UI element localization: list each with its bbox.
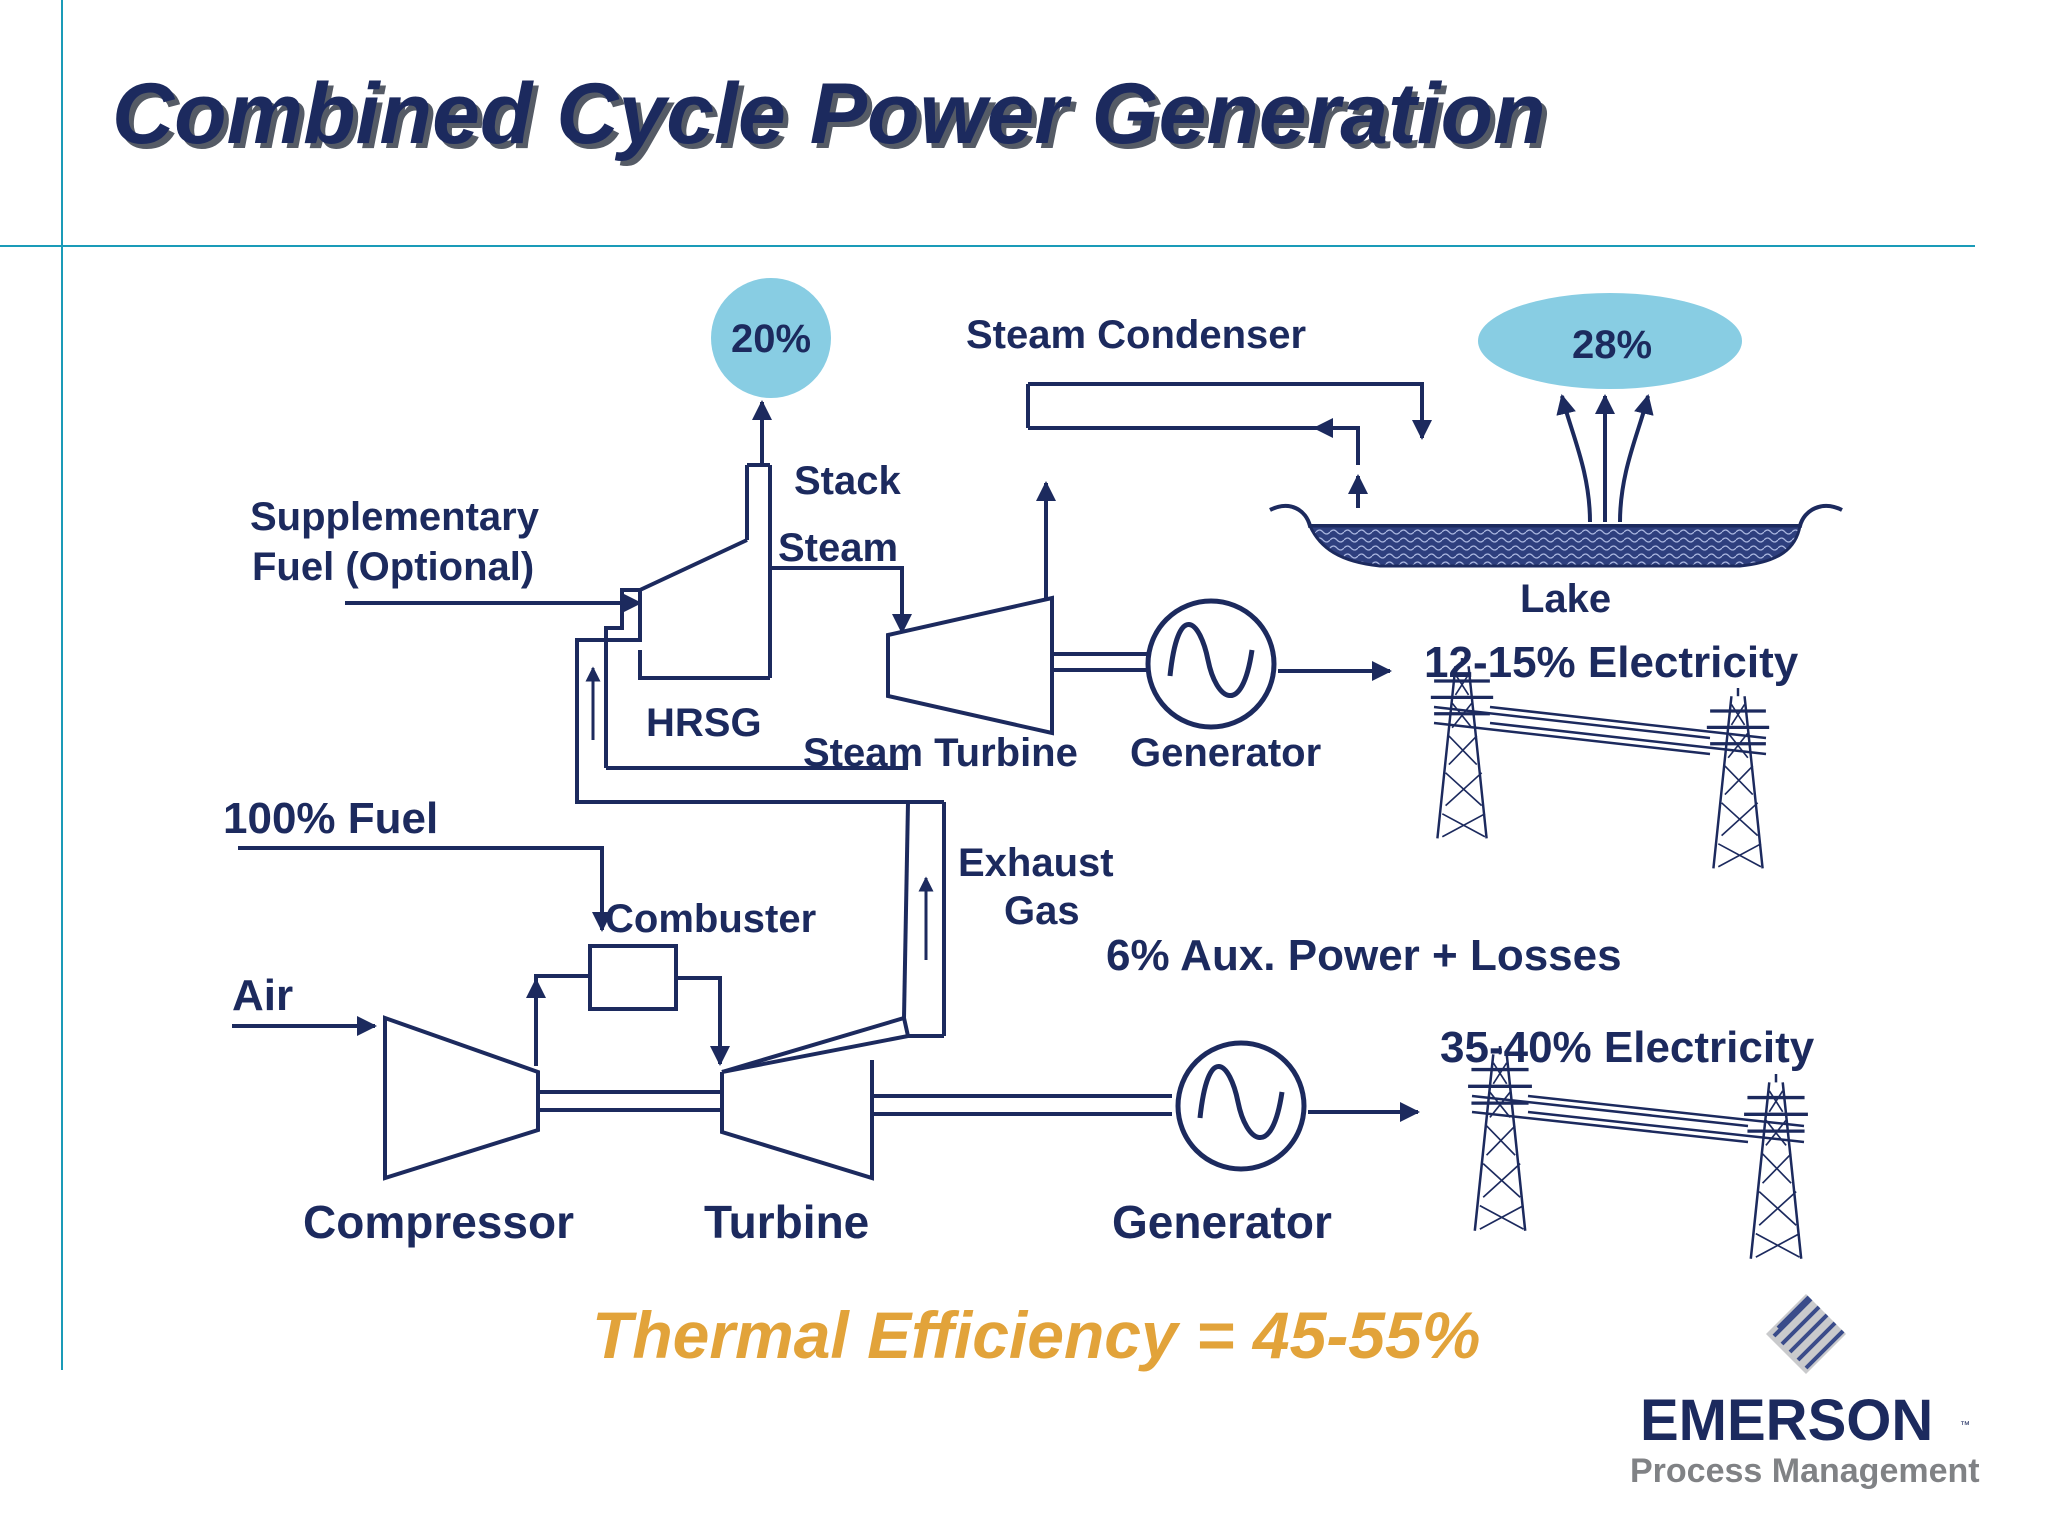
steam-turbine-shaft (1052, 652, 1148, 672)
steam-arrow (770, 566, 912, 634)
stack-loss-percent: 20% (731, 317, 811, 361)
title-shadow: Combined Cycle Power Generation (117, 71, 1551, 167)
stack-label: Stack (794, 459, 901, 503)
generator-bottom-label: Generator (1112, 1196, 1332, 1248)
generator-bottom (1175, 1040, 1307, 1172)
combuster-to-turbine-arrow (676, 976, 730, 1066)
combuster-label: Combuster (605, 897, 816, 941)
electricity-top-label: 12-15% Electricity (1424, 638, 1799, 687)
turbine-label: Turbine (704, 1196, 869, 1248)
trademark: ™ (1960, 1420, 1970, 1431)
hrsg-label: HRSG (646, 701, 762, 745)
electricity-bottom-label: 35-40% Electricity (1440, 1023, 1815, 1072)
gas-turbine-outline (720, 1034, 944, 1181)
supplementary-fuel-optional: Fuel (Optional) (252, 545, 534, 589)
page-title: Combined Cycle Power Generation (112, 66, 1546, 162)
lake-rim (1269, 504, 1843, 528)
fuel-label: 100% Fuel (223, 794, 438, 843)
stack-section: 20% Stack (711, 278, 901, 678)
compressor-turbine-shaft (538, 1090, 722, 1112)
combuster (588, 944, 678, 1011)
condenser-loss-percent: 28% (1572, 323, 1652, 367)
compressor-label: Compressor (303, 1196, 574, 1248)
emerson-division: Process Management (1630, 1452, 1980, 1490)
exhaust-duct-left (902, 801, 910, 1019)
generator-top (1145, 598, 1277, 730)
lake (1307, 524, 1802, 568)
exhaust-gas-label: Exhaust (958, 841, 1114, 885)
compressor (383, 1015, 540, 1181)
power-line-top (1429, 656, 1771, 871)
generator-top-label: Generator (1130, 731, 1321, 775)
exhaust-gas-label-2: Gas (1004, 889, 1080, 933)
steam-turbine-label: Steam Turbine (803, 731, 1078, 775)
hrsg (575, 538, 944, 804)
emerson-diamond-icon (1766, 1294, 1846, 1374)
aux-losses-label: 6% Aux. Power + Losses (1106, 931, 1622, 980)
supplementary-fuel-label: Supplementary (250, 495, 540, 539)
air-label: Air (232, 971, 293, 1020)
condenser-coolant-out (1028, 382, 1432, 440)
lake-label: Lake (1520, 577, 1611, 621)
slide-frame (0, 0, 1975, 1370)
stack (745, 463, 772, 678)
condenser-loss-bubble (1478, 293, 1742, 389)
power-line-bottom (1466, 1044, 1810, 1261)
title-group: Combined Cycle Power Generation Combined… (112, 66, 1551, 167)
gas-turbine-shaft (872, 1094, 1172, 1116)
steam-condenser-label: Steam Condenser (966, 313, 1306, 357)
fuel-arrow (238, 846, 612, 932)
thermal-efficiency: Thermal Efficiency = 45-55% (592, 1298, 1480, 1372)
emerson-logo: EMERSON ™ Process Management (1630, 1294, 1980, 1490)
emerson-wordmark: EMERSON (1640, 1388, 1933, 1453)
steam-turbine (886, 595, 1054, 736)
stack-loss-bubble (711, 278, 831, 398)
heat-rising-arrows (1556, 394, 1654, 523)
condenser-return-arrow (1313, 418, 1360, 465)
steam-label: Steam (778, 526, 898, 570)
